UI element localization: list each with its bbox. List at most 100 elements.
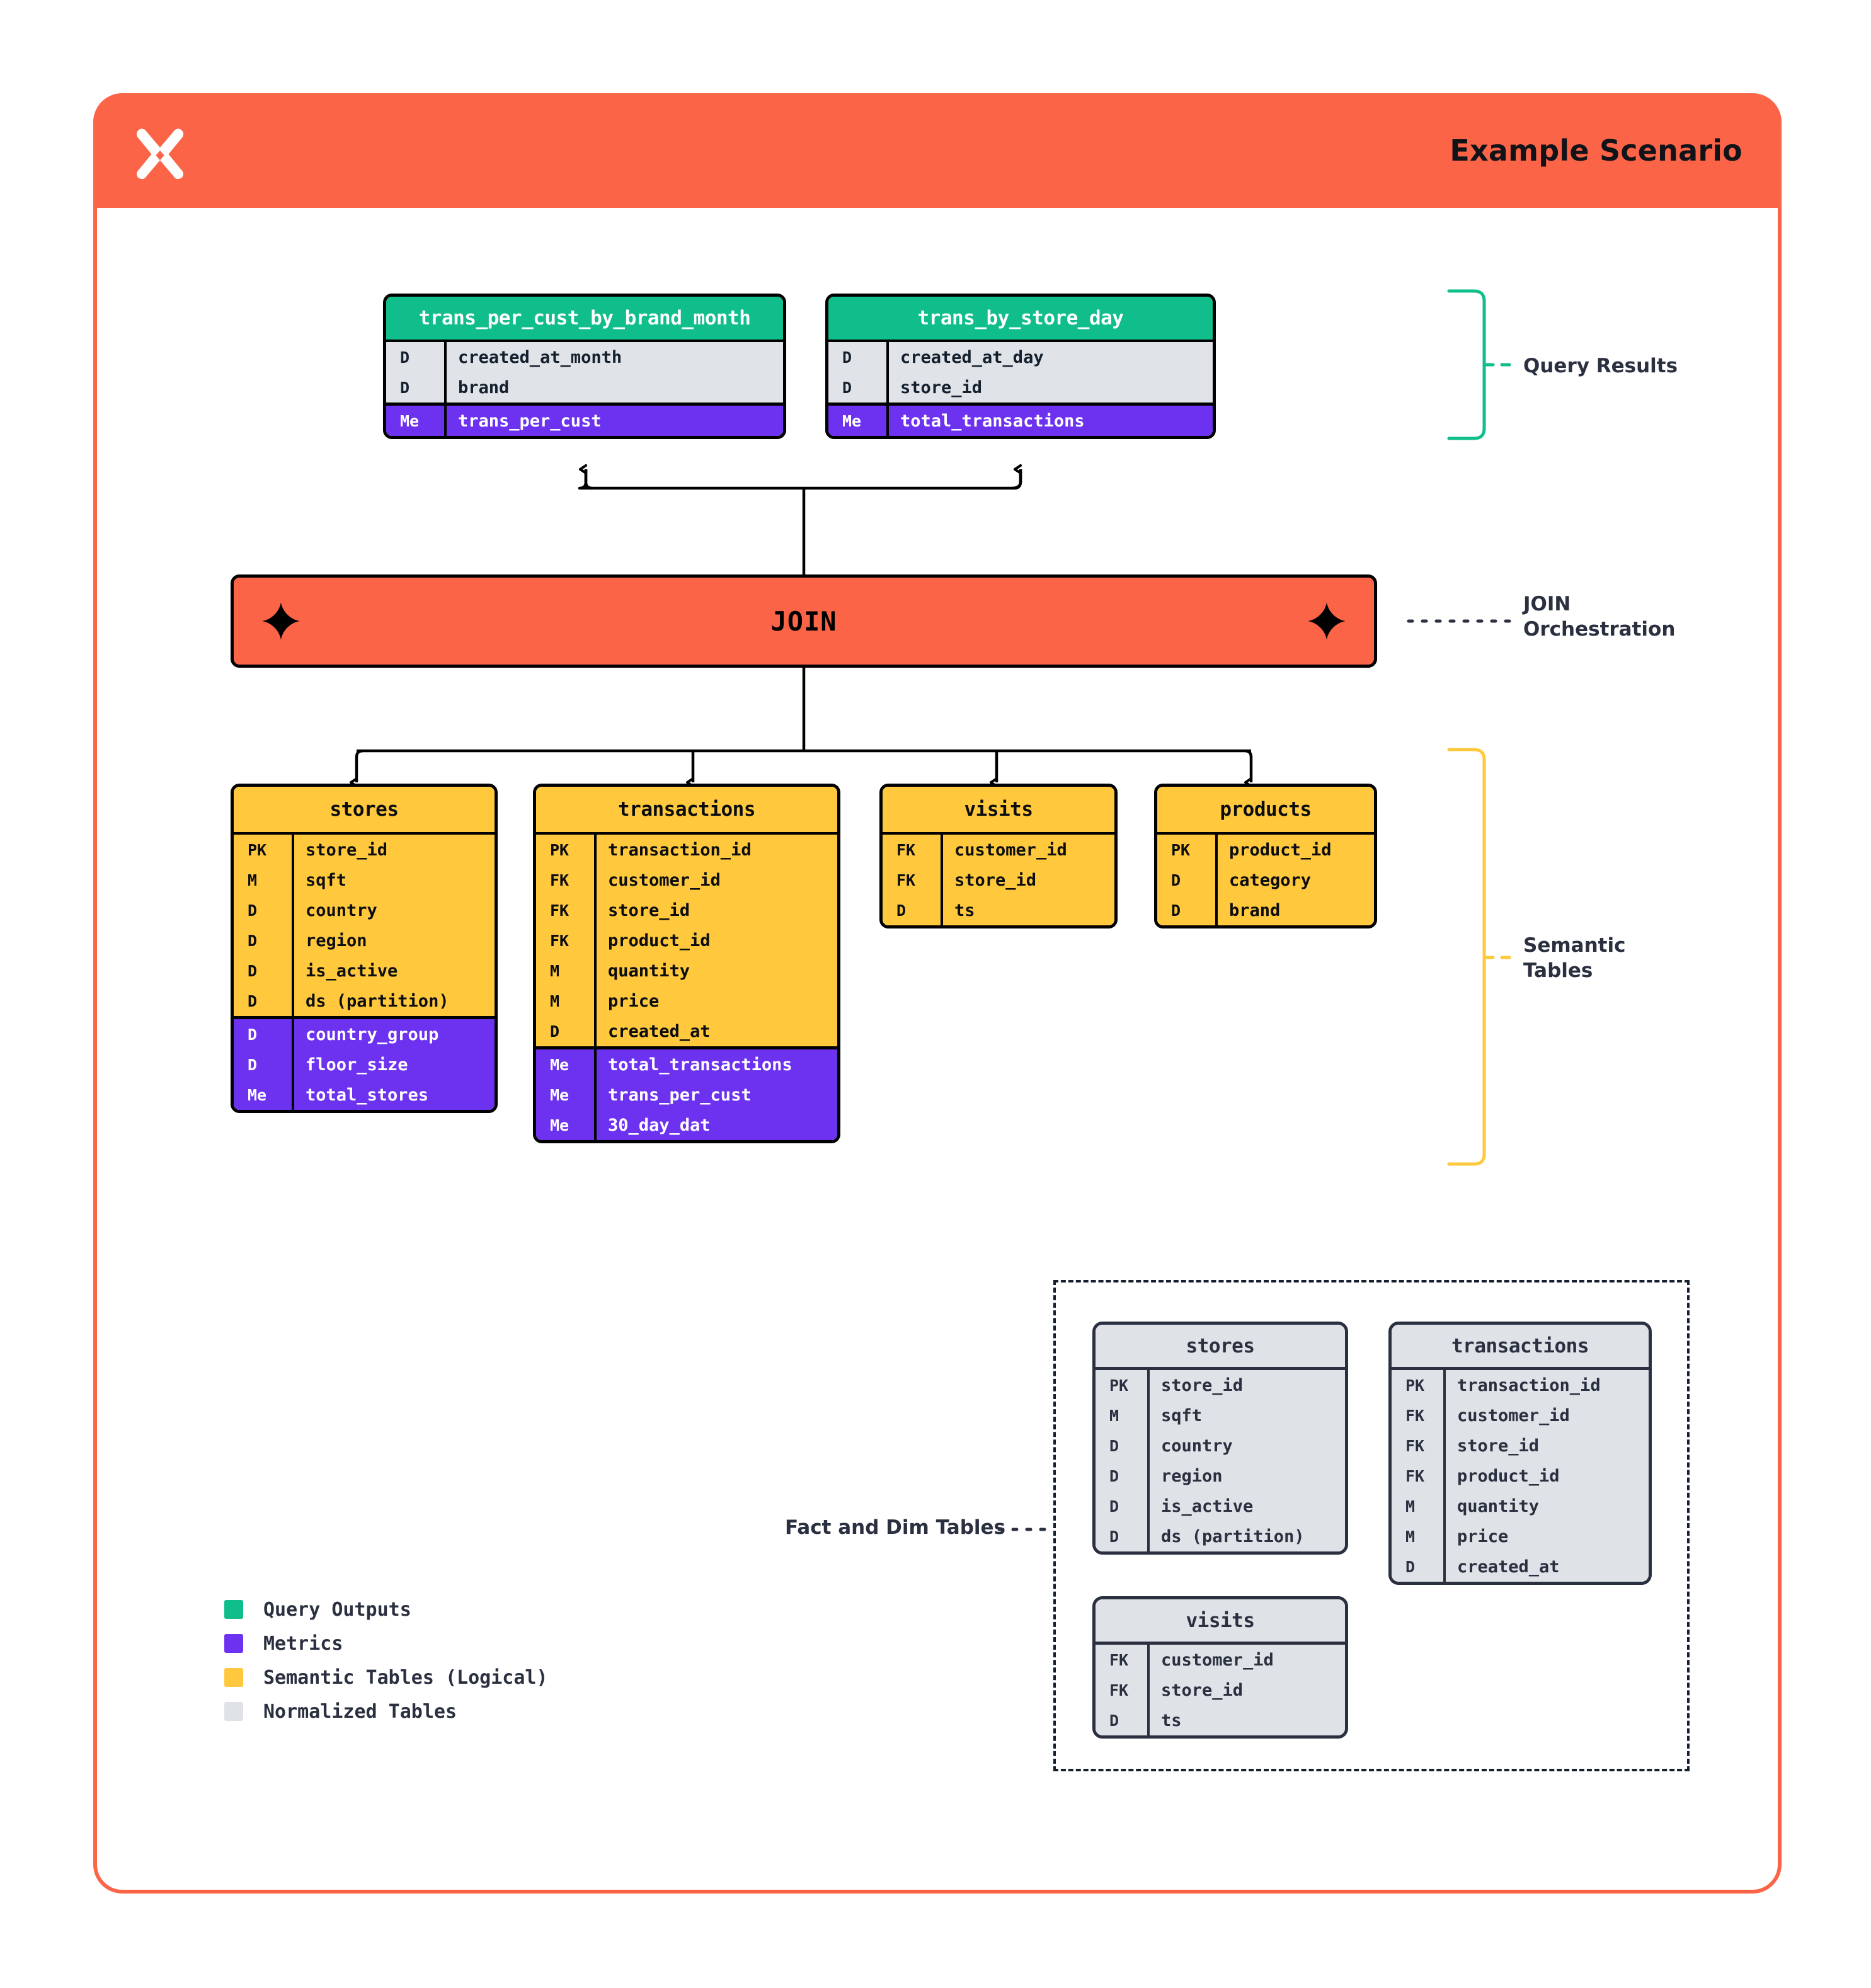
row-key: Me [550,1116,569,1134]
row-key: D [400,348,410,367]
row-field: store_id [1457,1436,1540,1456]
row-field: 30_day_dat [608,1115,711,1135]
column-divider [1215,835,1218,925]
column-divider [1147,1370,1150,1551]
row-field: created_at_day [900,347,1044,367]
row-key: Me [400,411,420,430]
legend-label: Normalized Tables [263,1700,457,1723]
row-key: D [1109,1466,1119,1485]
row-field: price [608,991,660,1011]
table-row: D created_at_month [386,342,783,372]
table-title: stores [1096,1325,1345,1370]
row-field: total_transactions [608,1054,792,1075]
metrics-section: Me total_transactions [828,403,1213,436]
row-key: FK [1405,1466,1425,1485]
row-field: product_id [608,930,711,951]
row-key: Me [550,1055,569,1074]
row-key: D [248,901,258,920]
column-divider [444,406,447,436]
annotation-semantic-tables-line2: Tables [1523,959,1593,982]
metrics-section: Me trans_per_cust [386,403,783,436]
row-key: M [1405,1527,1416,1546]
row-field: sqft [306,870,347,890]
join-label: JOIN [770,605,837,637]
row-field: region [1161,1466,1223,1486]
row-key: D [248,1025,258,1044]
row-key: PK [1405,1376,1425,1395]
legend-label: Semantic Tables (Logical) [263,1666,548,1689]
row-field: ds (partition) [1161,1526,1305,1546]
card-header: Example Scenario [93,93,1782,208]
row-key: Me [842,411,862,430]
table-row: Me total_transactions [828,406,1213,436]
legend-item-query-outputs: Query Outputs [224,1592,548,1626]
row-key: D [1109,1436,1119,1455]
row-field: ds (partition) [306,991,449,1011]
row-field: price [1457,1526,1509,1546]
table-title: transactions [1392,1325,1649,1370]
row-key: D [1109,1711,1119,1730]
legend-label: Query Outputs [263,1598,411,1621]
table-row: FK store_id [1392,1431,1649,1461]
row-field: brand [458,377,510,397]
row-field: region [306,930,367,951]
row-field: created_at_month [458,347,622,367]
row-field: trans_per_cust [458,411,602,431]
row-key: D [1109,1497,1119,1516]
row-key: D [248,1055,258,1074]
row-field: total_stores [306,1085,429,1105]
row-field: quantity [1457,1496,1540,1516]
annotation-join-orchestration: JOIN Orchestration [1523,592,1675,642]
row-field: store_id [1161,1375,1244,1395]
annotation-join-orchestration-line2: Orchestration [1523,617,1676,641]
table-title: trans_per_cust_by_brand_month [386,297,783,342]
table-row: D created_at_day [828,342,1213,372]
legend-item-metrics: Metrics [224,1626,548,1660]
row-key: FK [1109,1681,1129,1700]
query-result-table-trans-per-cust-by-brand-month[interactable]: trans_per_cust_by_brand_month D created_… [383,294,786,439]
query-result-table-trans-by-store-day[interactable]: trans_by_store_day D created_at_day D st… [825,294,1216,439]
row-field: quantity [608,961,690,981]
row-field: created_at [1457,1557,1560,1577]
row-key: FK [1405,1436,1425,1455]
table-row: Me total_transactions [536,1049,837,1080]
table-row: FK product_id [536,925,837,956]
column-divider [594,1049,597,1140]
row-key: PK [550,840,569,859]
row-field: trans_per_cust [608,1085,752,1105]
join-orchestration-bar[interactable]: JOIN [231,574,1377,668]
row-field: product_id [1229,840,1332,860]
row-field: customer_id [1457,1405,1570,1425]
table-row: D store_id [828,372,1213,403]
column-divider [886,406,889,436]
row-field: brand [1229,900,1281,920]
column-divider [594,835,597,1046]
row-key: FK [550,931,569,950]
row-key: D [1405,1557,1416,1576]
